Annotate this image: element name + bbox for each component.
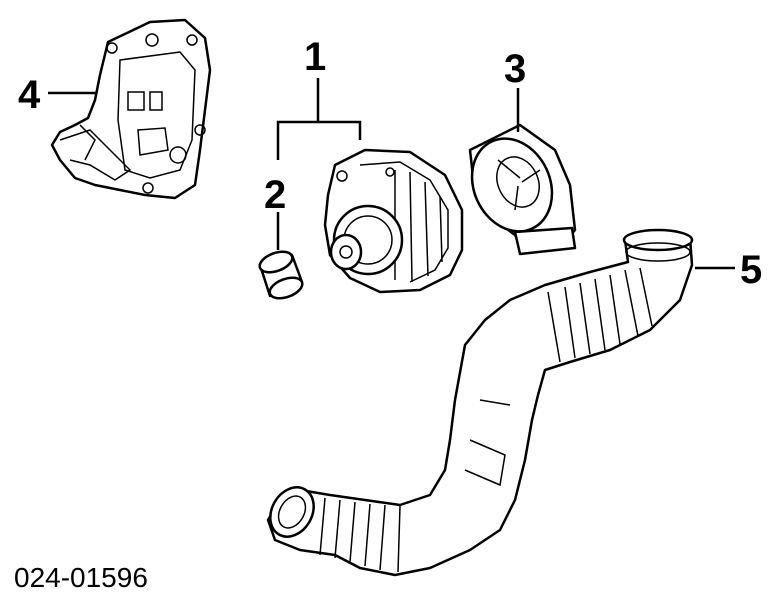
part-1-alternator[interactable] bbox=[323, 148, 464, 294]
part-2-bushing[interactable] bbox=[257, 248, 305, 303]
part-3-duct[interactable] bbox=[457, 123, 577, 256]
callout-3: 3 bbox=[504, 47, 526, 91]
part-5-hose[interactable] bbox=[262, 228, 694, 577]
callout-2: 2 bbox=[264, 173, 286, 217]
leader-lines bbox=[48, 78, 735, 270]
callout-5: 5 bbox=[740, 248, 762, 292]
callout-1: 1 bbox=[304, 35, 326, 79]
callout-4: 4 bbox=[18, 73, 41, 117]
part-4-bracket[interactable] bbox=[50, 18, 212, 200]
diagram-code: 024-01596 bbox=[14, 562, 148, 593]
